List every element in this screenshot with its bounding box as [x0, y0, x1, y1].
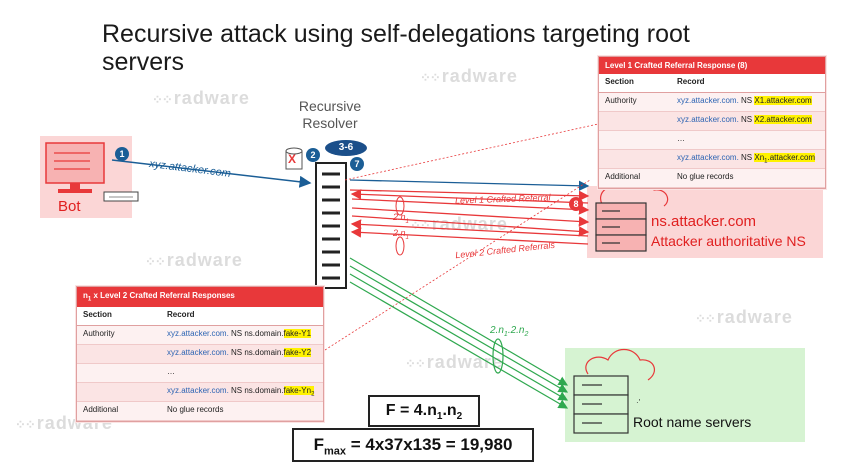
table-row: Authority xyz.attacker.com. NS ns.domain… — [77, 325, 323, 345]
watermark: ⁘⁘radware — [695, 307, 793, 327]
root-flow-label: 2.n1.2.n2 — [490, 325, 529, 338]
table-row: xyz.attacker.com. NS ns.domain.fake-Y2 — [77, 344, 323, 364]
cache-database-icon — [285, 147, 303, 170]
n1-count-label: 2.n1 — [393, 228, 409, 241]
watermark: ⁘⁘radware — [420, 66, 518, 86]
watermark: ⁘⁘radware — [152, 88, 250, 108]
watermark-logo-icon: ⁘⁘ — [152, 92, 173, 107]
watermark-logo-icon: ⁘⁘ — [15, 417, 36, 432]
step-3-6-badge: 3-6 — [325, 140, 367, 156]
column-header: Section — [599, 74, 671, 93]
attacker-server-icon — [595, 202, 647, 252]
root-server-icon — [573, 375, 629, 434]
watermark-logo-icon: ⁘⁘ — [145, 254, 166, 269]
bot-label: Bot — [58, 198, 81, 215]
table-header: n1 x Level 2 Crafted Referral Responses — [77, 287, 323, 307]
cache-miss-mark: X — [288, 152, 297, 166]
attacker-ns-name: ns.attacker.com — [651, 213, 757, 230]
root-servers-label: Root name servers — [633, 414, 752, 430]
step-1-badge: 1 — [115, 147, 129, 161]
level1-response-table: Level 1 Crafted Referral Response (8) Se… — [598, 56, 826, 189]
resolver-server-icon — [315, 162, 347, 289]
watermark: ⁘⁘radware — [405, 352, 503, 372]
step-8-badge: 8 — [569, 197, 583, 211]
watermark-logo-icon: ⁘⁘ — [405, 356, 426, 371]
slide-title: Recursive attack using self-delegations … — [102, 20, 690, 76]
watermark-logo-icon: ⁘⁘ — [420, 70, 441, 85]
table-row: xyz.attacker.com. NS ns.domain.fake-Yn2 — [77, 382, 323, 402]
column-header: Record — [161, 306, 323, 326]
table-row: Additional No glue records — [599, 168, 825, 188]
step-2-badge: 2 — [306, 148, 320, 162]
column-header: Record — [671, 74, 825, 93]
table-row: Authority xyz.attacker.com. NS X1.attack… — [599, 92, 825, 112]
table-row: xyz.attacker.com. NS Xn1.attacker.com — [599, 149, 825, 169]
table-row: xyz.attacker.com. NS X2.attacker.com — [599, 111, 825, 131]
table-row: … — [599, 130, 825, 150]
watermark-logo-icon: ⁘⁘ — [695, 311, 716, 326]
watermark-logo-icon: ⁘⁘ — [410, 218, 431, 233]
step-7-badge: 7 — [350, 157, 364, 171]
level2-response-table: n1 x Level 2 Crafted Referral Responses … — [76, 286, 324, 422]
root-dots-icon: ·' — [636, 398, 641, 407]
table-header: Level 1 Crafted Referral Response (8) — [599, 57, 825, 74]
keyboard-icon — [103, 191, 139, 202]
table-row: Additional No glue records — [77, 401, 323, 421]
watermark: ⁘⁘radware — [145, 250, 243, 270]
n1-count-label: 2.n1 — [393, 212, 409, 225]
table-row: … — [77, 363, 323, 383]
root-cloud-icon — [585, 348, 656, 381]
attacker-ns-role: Attacker authoritative NS — [651, 233, 806, 249]
formula-box: F = 4.n1.n2 — [368, 395, 480, 427]
computer-icon — [45, 142, 105, 193]
fmax-formula-box: Fmax = 4x37x135 = 19,980 — [292, 428, 534, 462]
column-header: Section — [77, 306, 161, 326]
resolver-label: Recursive Resolver — [298, 98, 362, 131]
